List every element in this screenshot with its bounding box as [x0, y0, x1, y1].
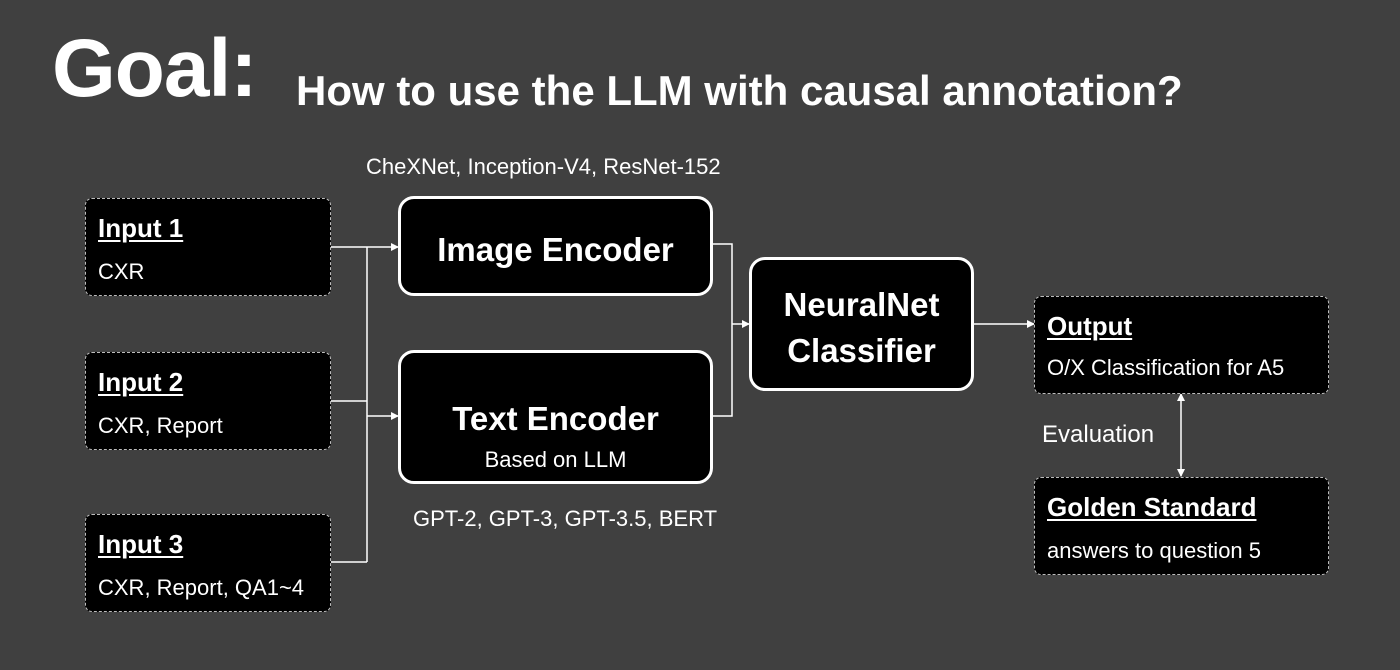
text-encoder-box: Text Encoder Based on LLM — [398, 350, 713, 484]
classifier-box: NeuralNet Classifier — [749, 257, 974, 391]
input-1-box: Input 1 CXR — [85, 198, 331, 296]
image-encoder-box: Image Encoder — [398, 196, 713, 296]
output-detail: O/X Classification for A5 — [1047, 355, 1285, 380]
golden-standard-heading: Golden Standard — [1047, 492, 1257, 522]
wire-text-encoder-out — [713, 324, 733, 417]
text-encoder-label: Text Encoder — [452, 400, 659, 437]
image-encoder-models: CheXNet, Inception-V4, ResNet-152 — [366, 154, 721, 179]
output-heading: Output — [1047, 311, 1133, 341]
input-3-box: Input 3 CXR, Report, QA1~4 — [85, 514, 331, 612]
image-encoder-label: Image Encoder — [437, 231, 674, 268]
input-2-detail: CXR, Report — [98, 413, 223, 438]
input-2-heading: Input 2 — [98, 367, 184, 397]
input-3-heading: Input 3 — [98, 529, 184, 559]
input-1-detail: CXR — [98, 259, 145, 284]
text-encoder-sublabel: Based on LLM — [484, 447, 627, 472]
wire-image-encoder-out — [713, 243, 733, 324]
input-1-heading: Input 1 — [98, 213, 184, 243]
output-box: Output O/X Classification for A5 — [1034, 296, 1329, 394]
classifier-line2: Classifier — [787, 332, 936, 369]
text-encoder-models: GPT-2, GPT-3, GPT-3.5, BERT — [413, 506, 718, 531]
golden-standard-detail: answers to question 5 — [1047, 538, 1262, 563]
title-subtitle: How to use the LLM with causal annotatio… — [296, 67, 1183, 114]
classifier-line1: NeuralNet — [783, 286, 940, 323]
title-goal: Goal: — [52, 23, 258, 114]
input-3-detail: CXR, Report, QA1~4 — [98, 575, 305, 600]
golden-standard-box: Golden Standard answers to question 5 — [1034, 477, 1329, 575]
evaluation-label: Evaluation — [1042, 421, 1155, 448]
input-2-box: Input 2 CXR, Report — [85, 352, 331, 450]
